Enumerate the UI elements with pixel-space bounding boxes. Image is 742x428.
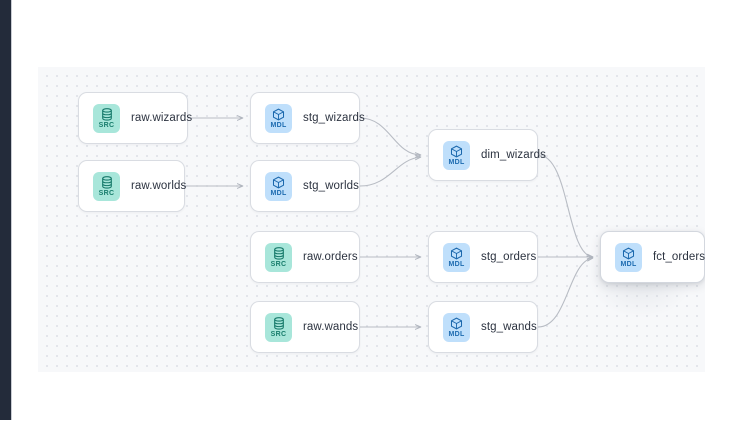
database-icon (101, 107, 113, 121)
graph-node-raw_wands[interactable]: SRC raw.wands (250, 301, 360, 353)
badge-kind-label: MDL (448, 260, 465, 268)
graph-node-raw_worlds[interactable]: SRC raw.worlds (78, 160, 187, 212)
graph-node-stg_worlds[interactable]: MDL stg_worlds (250, 160, 360, 212)
graph-node-raw_orders[interactable]: SRC raw.orders (250, 231, 360, 283)
badge-kind-label: MDL (620, 260, 637, 268)
graph-node-stg_wizards[interactable]: MDL stg_wizards (250, 92, 365, 144)
source-badge: SRC (93, 103, 120, 133)
node-label: raw.wizards (131, 112, 193, 124)
model-badge: MDL (265, 171, 292, 201)
badge-kind-label: SRC (270, 260, 287, 268)
node-label: stg_wands (481, 321, 537, 333)
model-badge: MDL (443, 242, 470, 272)
node-label: raw.orders (303, 251, 358, 263)
cube-icon (272, 176, 285, 189)
badge-kind-label: MDL (270, 189, 287, 197)
cube-icon (450, 317, 463, 330)
badge-kind-label: SRC (98, 121, 115, 129)
node-label: stg_worlds (303, 180, 359, 192)
node-label: raw.worlds (131, 180, 187, 192)
graph-node-stg_wands[interactable]: MDL stg_wands (428, 301, 538, 353)
cube-icon (450, 145, 463, 158)
model-badge: MDL (265, 103, 292, 133)
database-icon (101, 175, 113, 189)
source-badge: SRC (265, 242, 292, 272)
cube-icon (622, 247, 635, 260)
node-label: dim_wizards (481, 149, 547, 161)
graph-node-dim_wizards[interactable]: MDL dim_wizards (428, 129, 546, 181)
left-sidebar-rail (0, 0, 12, 420)
model-badge: MDL (443, 140, 470, 170)
database-icon (273, 246, 285, 260)
node-label: stg_orders (481, 251, 537, 263)
graph-node-raw_wizards[interactable]: SRC raw.wizards (78, 92, 192, 144)
graph-node-stg_orders[interactable]: MDL stg_orders (428, 231, 538, 283)
model-badge: MDL (443, 312, 470, 342)
cube-icon (272, 108, 285, 121)
source-badge: SRC (265, 312, 292, 342)
badge-kind-label: SRC (270, 330, 287, 338)
node-label: raw.wands (303, 321, 359, 333)
model-badge: MDL (615, 242, 642, 272)
badge-kind-label: MDL (448, 158, 465, 166)
database-icon (273, 316, 285, 330)
node-label: stg_wizards (303, 112, 365, 124)
source-badge: SRC (93, 171, 120, 201)
badge-kind-label: SRC (98, 189, 115, 197)
cube-icon (450, 247, 463, 260)
badge-kind-label: MDL (448, 330, 465, 338)
graph-node-fct_orders[interactable]: MDL fct_orders (600, 231, 705, 283)
node-label: fct_orders (653, 251, 705, 263)
badge-kind-label: MDL (270, 121, 287, 129)
